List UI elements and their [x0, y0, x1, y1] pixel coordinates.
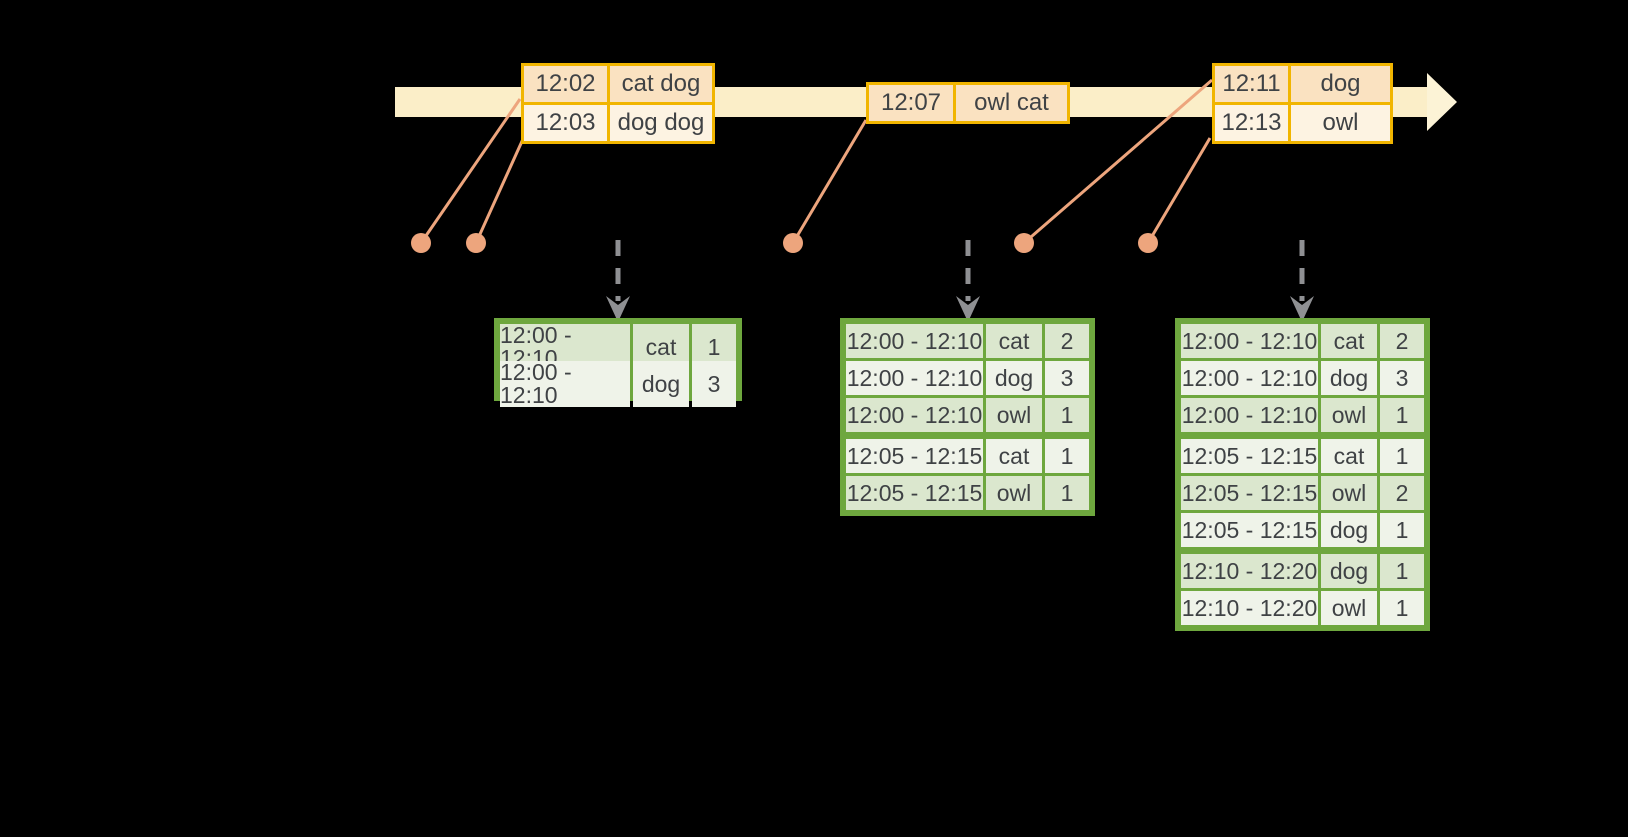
- event-words-cell: owl cat: [956, 85, 1067, 121]
- window-cell: 12:10 - 12:20: [1181, 591, 1318, 625]
- word-cell: dog: [633, 361, 689, 407]
- trigger-arrowhead-icon: [956, 296, 980, 322]
- event-time-cell: 12:13: [1215, 105, 1288, 141]
- word-cell: cat: [1321, 324, 1377, 358]
- window-cell: 12:00 - 12:10: [846, 361, 983, 395]
- window-cell: 12:10 - 12:20: [1181, 554, 1318, 588]
- count-cell: 2: [1045, 324, 1089, 358]
- event-connector: [791, 119, 868, 244]
- event-time-cell: 12:03: [524, 105, 607, 141]
- window-cell: 12:05 - 12:15: [1181, 439, 1318, 473]
- count-cell: 2: [1380, 324, 1424, 358]
- event-dot-icon: [783, 233, 803, 253]
- event-words-cell: dog dog: [610, 105, 712, 141]
- window-cell: 12:00 - 12:10: [500, 361, 630, 407]
- event-time-cell: 12:11: [1215, 66, 1288, 102]
- word-cell: dog: [1321, 513, 1377, 547]
- window-cell: 12:05 - 12:15: [846, 476, 983, 510]
- trigger-arrowhead-icon: [1290, 296, 1314, 322]
- count-cell: 1: [1045, 439, 1089, 473]
- event-connector: [1023, 78, 1213, 245]
- word-cell: owl: [1321, 476, 1377, 510]
- count-cell: 3: [692, 361, 736, 407]
- trigger-arrowhead-icon: [606, 296, 630, 322]
- word-cell: owl: [1321, 591, 1377, 625]
- event-dot-icon: [411, 233, 431, 253]
- count-cell: 1: [1380, 439, 1424, 473]
- event-time-cell: 12:07: [869, 85, 953, 121]
- window-cell: 12:05 - 12:15: [1181, 513, 1318, 547]
- count-cell: 1: [1380, 591, 1424, 625]
- event-dots: [411, 233, 1158, 253]
- event-time-cell: 12:02: [524, 66, 607, 102]
- word-cell: owl: [1321, 398, 1377, 432]
- count-cell: 1: [1380, 398, 1424, 432]
- word-cell: owl: [986, 476, 1042, 510]
- count-cell: 1: [1380, 513, 1424, 547]
- event-connector: [474, 138, 525, 244]
- word-cell: cat: [986, 324, 1042, 358]
- word-cell: dog: [1321, 554, 1377, 588]
- event-words-cell: owl: [1291, 105, 1390, 141]
- timeline-arrow-icon: [1427, 73, 1457, 131]
- event-connector: [419, 98, 522, 244]
- word-cell: dog: [1321, 361, 1377, 395]
- event-words-cell: dog: [1291, 66, 1390, 102]
- window-cell: 12:00 - 12:10: [846, 324, 983, 358]
- event-dot-icon: [466, 233, 486, 253]
- count-cell: 2: [1380, 476, 1424, 510]
- window-cell: 12:00 - 12:10: [1181, 398, 1318, 432]
- word-cell: dog: [986, 361, 1042, 395]
- window-cell: 12:00 - 12:10: [846, 398, 983, 432]
- event-connector: [1146, 137, 1212, 244]
- word-cell: owl: [986, 398, 1042, 432]
- event-dot-icon: [1014, 233, 1034, 253]
- trigger-arrows: [606, 240, 1314, 322]
- event-words-cell: cat dog: [610, 66, 712, 102]
- window-cell: 12:05 - 12:15: [1181, 476, 1318, 510]
- word-cell: cat: [986, 439, 1042, 473]
- event-connectors: [419, 78, 1213, 245]
- window-cell: 12:00 - 12:10: [1181, 361, 1318, 395]
- event-dot-icon: [1138, 233, 1158, 253]
- window-cell: 12:05 - 12:15: [846, 439, 983, 473]
- count-cell: 1: [1045, 476, 1089, 510]
- count-cell: 1: [1380, 554, 1424, 588]
- count-cell: 3: [1380, 361, 1424, 395]
- count-cell: 3: [1045, 361, 1089, 395]
- count-cell: 1: [1045, 398, 1089, 432]
- word-cell: cat: [1321, 439, 1377, 473]
- window-cell: 12:00 - 12:10: [1181, 324, 1318, 358]
